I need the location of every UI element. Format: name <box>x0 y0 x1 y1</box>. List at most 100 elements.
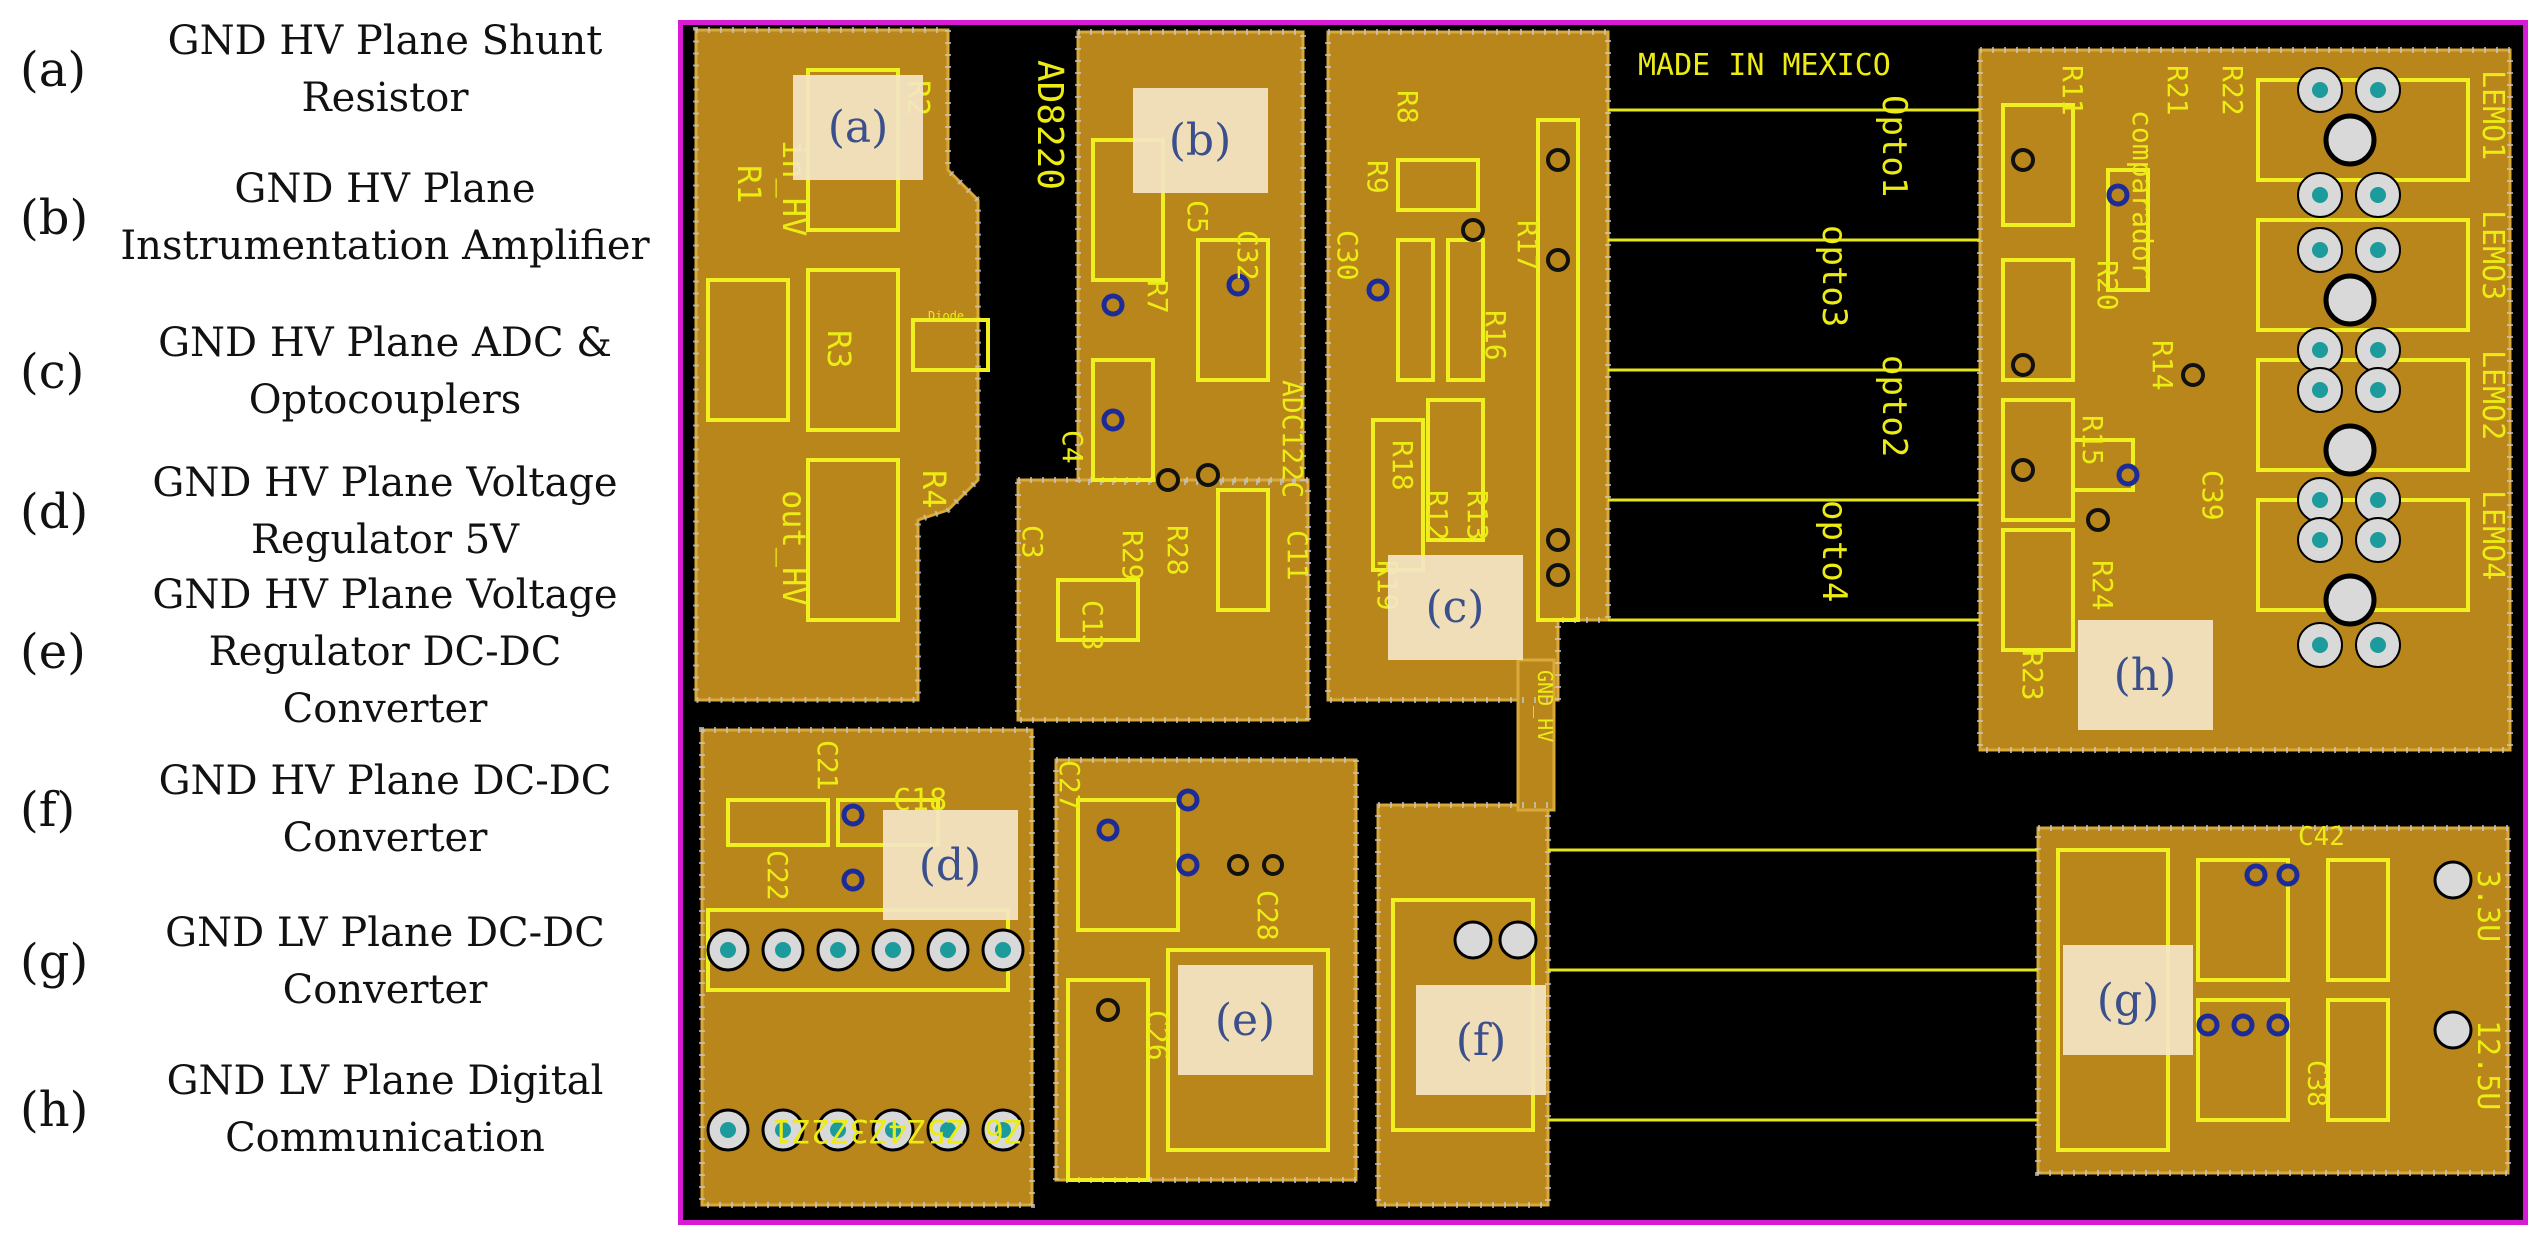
legend-line-1: GND HV Plane <box>234 166 536 212</box>
silk-c39: C39 <box>2196 470 2229 521</box>
silk-r29: R29 <box>1116 530 1149 581</box>
region-h-box <box>2078 620 2213 730</box>
legend-letter: (b) <box>20 190 89 246</box>
silk-c22: C22 <box>761 850 794 901</box>
legend-letter: (c) <box>20 344 85 400</box>
legend-line-2: Communication <box>225 1115 545 1161</box>
silk-lemo2: LEMO2 <box>2475 350 2510 440</box>
silk-r16: R16 <box>1479 310 1512 361</box>
legend-line-1: GND HV Plane ADC & <box>158 320 612 366</box>
silk-out-hv: out_HV <box>775 490 813 606</box>
region-b-box <box>1133 88 1268 193</box>
pcb-board-diagram: MADE IN MEXICO AD8220 R1 R2 R3 R4 in_HV … <box>678 20 2528 1225</box>
silk-comparador: comparador <box>2126 110 2159 279</box>
silkscreen-labels: MADE IN MEXICO AD8220 R1 R2 R3 R4 in_HV … <box>730 48 2510 1150</box>
region-a-label: (a) <box>828 102 889 153</box>
silk-r9: R9 <box>1361 160 1394 194</box>
silk-r15: R15 <box>2076 415 2109 466</box>
silk-r20: R20 <box>2091 260 2124 311</box>
legend-line-2: Converter <box>282 967 488 1013</box>
silk-r3: R3 <box>820 330 858 369</box>
silk-12-5v: 12.5U <box>2470 1020 2505 1110</box>
silk-c42: C42 <box>2298 822 2345 852</box>
silk-made-in-mexico: MADE IN MEXICO <box>1638 48 1891 83</box>
silk-zener: Z6 Z5Z4Z3Z2Z1 <box>773 1112 1023 1150</box>
silk-r23: R23 <box>2016 650 2049 701</box>
silk-opto1: Opto1 <box>1874 95 1914 197</box>
pcb-layout: MADE IN MEXICO AD8220 R1 R2 R3 R4 in_HV … <box>678 20 2528 1225</box>
pour-b-lower <box>1016 478 1310 722</box>
legend-letter: (f) <box>20 782 76 838</box>
silk-lemo3: LEMO3 <box>2475 210 2510 300</box>
silk-r11: R11 <box>2056 65 2089 116</box>
region-g-label: (g) <box>2097 975 2160 1026</box>
legend-line-1: GND HV Plane Voltage <box>152 460 618 506</box>
region-f-label: (f) <box>1456 1015 1507 1066</box>
silk-c5: C5 <box>1181 200 1214 234</box>
silk-c26: C26 <box>1141 1010 1174 1061</box>
silk-c3: C3 <box>1016 525 1049 559</box>
silk-r18: R18 <box>1386 440 1419 491</box>
legend-line-2: Converter <box>282 815 488 861</box>
silk-opto2: opto2 <box>1874 355 1914 457</box>
silk-3-3v: 3.3U <box>2470 870 2505 942</box>
silk-c21: C21 <box>811 740 844 791</box>
legend-line-1: GND LV Plane Digital <box>166 1058 604 1104</box>
legend-line-2: Resistor <box>301 75 469 121</box>
legend-line-2: Regulator 5V <box>250 517 520 563</box>
silk-c30: C30 <box>1331 230 1364 281</box>
silk-r4: R4 <box>915 470 953 509</box>
legend-letter: (a) <box>20 42 87 98</box>
silk-r12: R12 <box>1421 490 1454 541</box>
region-e-box <box>1178 965 1313 1075</box>
silk-ad8220: AD8220 <box>1029 60 1070 190</box>
traces <box>1548 108 2038 1122</box>
legend-letter: (h) <box>20 1082 89 1138</box>
silk-c13: C13 <box>1076 600 1109 651</box>
region-d-box <box>883 810 1018 920</box>
region-labels: (a) (b) (c) (d) (e) (f) (g) (h) <box>793 75 2213 1095</box>
silk-opto3: opto3 <box>1814 225 1854 327</box>
silk-r1: R1 <box>730 165 768 204</box>
pads <box>706 67 2473 1152</box>
silk-diode: Diode <box>928 309 964 323</box>
silk-r28: R28 <box>1161 525 1194 576</box>
silk-r21: R21 <box>2161 65 2194 116</box>
legend-item: (c) GND HV Plane ADC & Optocouplers <box>0 302 680 442</box>
legend-letter: (g) <box>20 934 89 990</box>
legend-line-1: GND HV Plane Shunt <box>167 18 603 64</box>
legend-letter: (e) <box>20 624 86 680</box>
legend-line-2: Optocouplers <box>248 377 522 423</box>
silk-adc: ADC122C <box>1276 380 1309 498</box>
silk-opto4: opto4 <box>1814 500 1854 602</box>
silk-c4: C4 <box>1056 430 1089 464</box>
legend-letter: (d) <box>20 484 89 540</box>
region-b-label: (b) <box>1169 115 1232 166</box>
silk-c27: C27 <box>1053 760 1086 811</box>
pour-d <box>700 728 1034 1207</box>
region-f-box <box>1416 985 1546 1095</box>
region-h-label: (h) <box>2114 650 2177 701</box>
region-c-box <box>1388 555 1523 660</box>
silk-r8: R8 <box>1391 90 1424 124</box>
silk-r17: R17 <box>1511 220 1544 271</box>
pour-bridge <box>1516 658 1556 812</box>
silk-lemo4: LEMO4 <box>2475 490 2510 580</box>
silk-r22: R22 <box>2216 65 2249 116</box>
legend-description: GND HV Plane ADC & Optocouplers <box>110 302 660 442</box>
silk-c32: C32 <box>1231 230 1264 281</box>
silk-r13: R13 <box>1461 490 1494 541</box>
